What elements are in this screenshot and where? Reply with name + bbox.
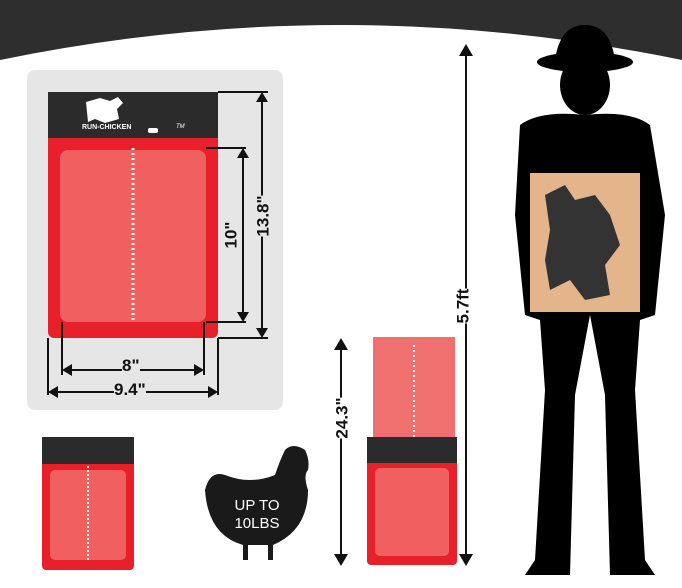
chicken-silhouette <box>205 446 309 560</box>
top-banner <box>0 0 682 60</box>
dim-height-inner: 10" <box>221 221 242 249</box>
open-door <box>367 337 457 565</box>
large-door <box>48 92 218 338</box>
small-door <box>42 437 134 570</box>
dim-open-height: 24.3" <box>332 397 353 439</box>
dim-width-inner: 8" <box>122 356 140 376</box>
chicken-weight: UP TO 10LBS <box>222 497 292 533</box>
trademark: TM <box>176 124 185 130</box>
dim-height-outer: 13.8" <box>253 195 274 237</box>
chicken-line1: UP TO <box>234 497 280 514</box>
map-shape <box>545 185 620 300</box>
dim-person-height: 5.7ft <box>453 288 474 324</box>
chicken-line2: 10LBS <box>234 515 280 532</box>
dim-width-outer: 9.4" <box>114 380 146 400</box>
brand-label: RUN-CHICKEN <box>82 124 132 131</box>
